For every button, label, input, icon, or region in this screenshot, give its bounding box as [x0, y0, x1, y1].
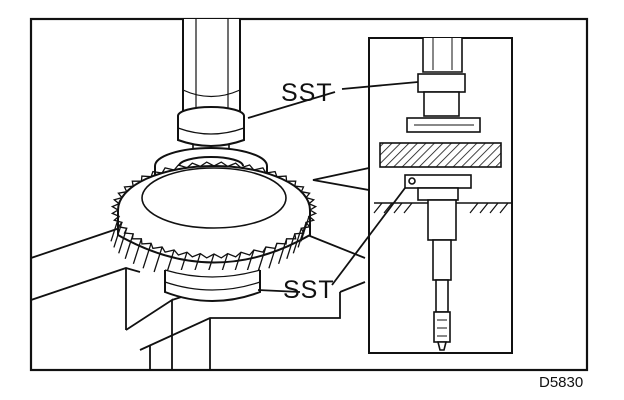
- inset-callout: [312, 166, 370, 192]
- inset-panel: [312, 37, 513, 354]
- sst-label-lower: SST: [283, 276, 335, 304]
- helical-gear: [110, 161, 318, 280]
- lower-sst-collar: [164, 269, 261, 302]
- press-ram: [182, 19, 241, 113]
- sst-label-upper: SST: [281, 79, 333, 107]
- upper-sst-collar: [177, 106, 245, 147]
- leader-lines: [247, 81, 419, 293]
- figure-code: D5830: [539, 374, 583, 391]
- inset-gear-section: [379, 142, 502, 168]
